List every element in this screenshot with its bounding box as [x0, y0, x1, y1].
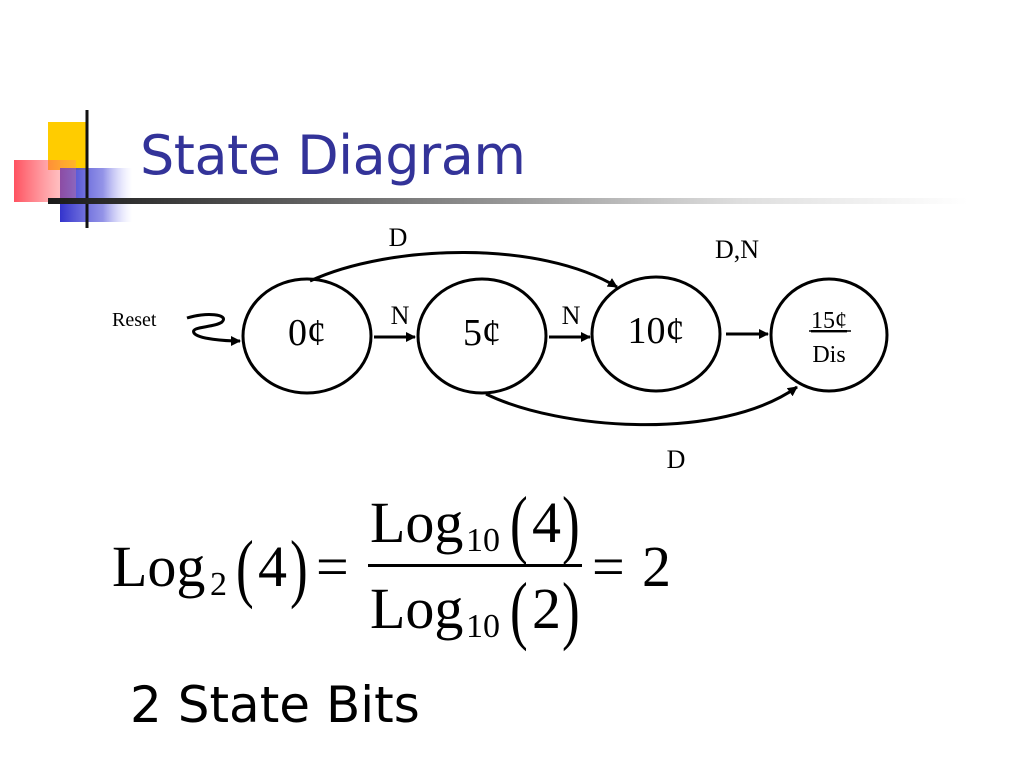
transition-5-to-15-label: D: [667, 445, 686, 474]
state-15-dispense: [769, 277, 889, 393]
title-underline: [48, 198, 968, 204]
corner-logo-decoration: [14, 110, 132, 228]
numerator-close-paren: ): [562, 482, 580, 566]
state-0-label: 0¢: [288, 312, 326, 354]
slide-title: State Diagram: [140, 124, 526, 187]
denominator-close-paren: ): [562, 568, 580, 652]
lhs-open-paren: (: [236, 526, 254, 610]
reset-arrow: [186, 313, 241, 346]
transition-0-to-10-label: D: [389, 223, 408, 252]
state-15-label-top: 15¢: [811, 308, 847, 334]
lhs-base: 2: [210, 566, 227, 603]
numerator-base: 10: [466, 522, 500, 559]
state-15-label-bottom: Dis: [812, 342, 845, 368]
state-5-label: 5¢: [463, 312, 501, 354]
equals-sign-1: =: [316, 534, 349, 599]
reset-label: Reset: [112, 309, 157, 331]
denominator-arg: 2: [532, 576, 561, 641]
lhs-close-paren: ): [290, 526, 308, 610]
transition-5-to-15: [485, 385, 798, 427]
formula-result: 2: [642, 534, 671, 599]
numerator-open-paren: (: [510, 482, 528, 566]
equals-sign-2: =: [592, 534, 625, 599]
state-5-cents: [416, 277, 548, 395]
fraction-bar: [368, 564, 582, 567]
numerator-arg: 4: [532, 490, 561, 555]
lhs-log: Log: [112, 534, 206, 599]
numerator-log: Log: [370, 490, 464, 555]
denominator-log: Log: [370, 576, 464, 641]
state-bits-text: 2 State Bits: [130, 676, 420, 734]
denominator-base: 10: [466, 608, 500, 645]
state-10-cents: [590, 275, 722, 393]
transition-0-to-5-label: N: [391, 301, 410, 330]
transition-10-to-15-label: D,N: [715, 235, 759, 264]
transition-5-to-10-label: N: [562, 301, 581, 330]
denominator-open-paren: (: [510, 568, 528, 652]
log-formula: Log 2 ( 4 ) = Log 10 ( 4 ) Log 10 ( 2 ) …: [112, 480, 712, 650]
state-10-label: 10¢: [628, 310, 685, 352]
lhs-arg: 4: [258, 534, 287, 599]
transition-0-to-10: [309, 251, 618, 289]
state-0-cents: [241, 277, 373, 395]
deco-red-square: [14, 160, 76, 202]
